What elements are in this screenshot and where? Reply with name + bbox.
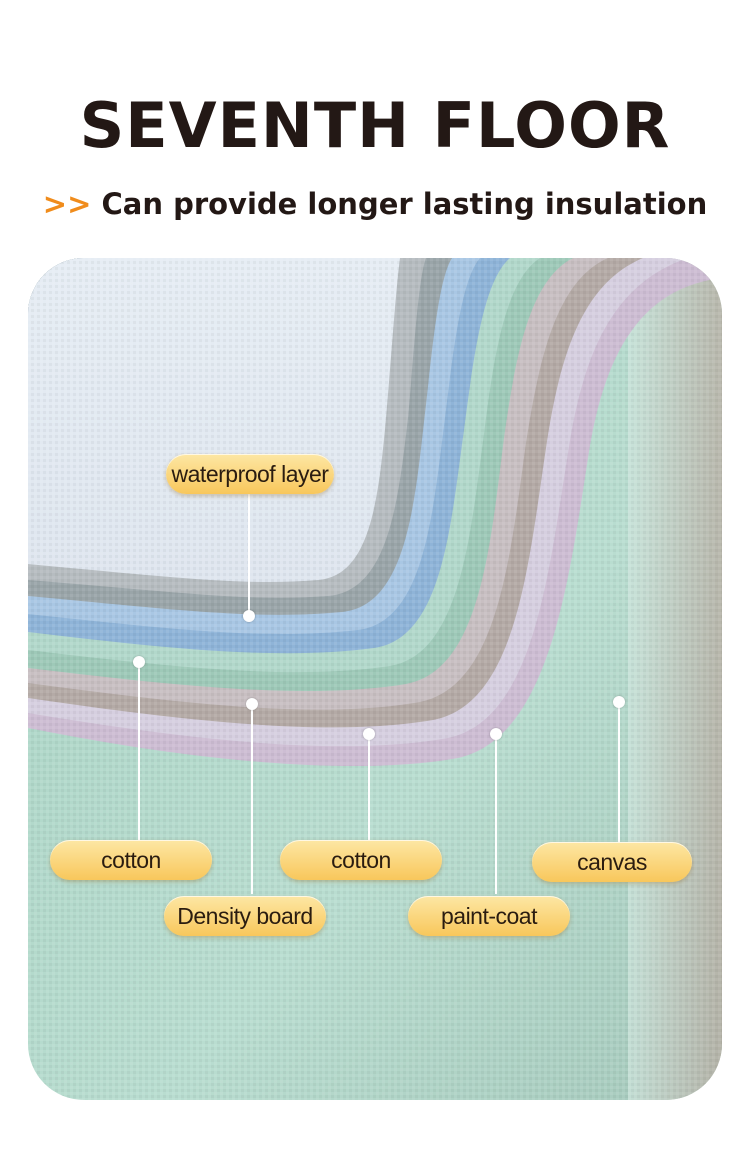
page-subtitle: >> Can provide longer lasting insulation (0, 184, 750, 224)
marker-dot-density-board (246, 698, 258, 710)
label-canvas: canvas (532, 842, 692, 882)
connector-canvas (618, 702, 620, 842)
marker-dot-paint-coat (490, 728, 502, 740)
fabric-layers-image (28, 258, 722, 1100)
connector-cotton-middle (368, 734, 370, 840)
label-density-board: Density board (164, 896, 326, 936)
layers-illustration: waterproof layer cotton Density board co… (28, 258, 722, 1100)
label-cotton-middle: cotton (280, 840, 442, 880)
subtitle-text: Can provide longer lasting insulation (101, 187, 708, 221)
marker-dot-cotton-middle (363, 728, 375, 740)
marker-dot-cotton-left (133, 656, 145, 668)
connector-waterproof (248, 492, 250, 616)
connector-density-board (251, 704, 253, 894)
marker-dot-canvas (613, 696, 625, 708)
double-arrow-icon: >> (42, 187, 92, 221)
connector-paint-coat (495, 734, 497, 894)
page-title: SEVENTH FLOOR (79, 89, 671, 162)
connector-cotton-left (138, 662, 140, 840)
label-cotton-left: cotton (50, 840, 212, 880)
marker-dot-waterproof (243, 610, 255, 622)
label-paint-coat: paint-coat (408, 896, 570, 936)
label-waterproof-layer: waterproof layer (166, 454, 334, 494)
